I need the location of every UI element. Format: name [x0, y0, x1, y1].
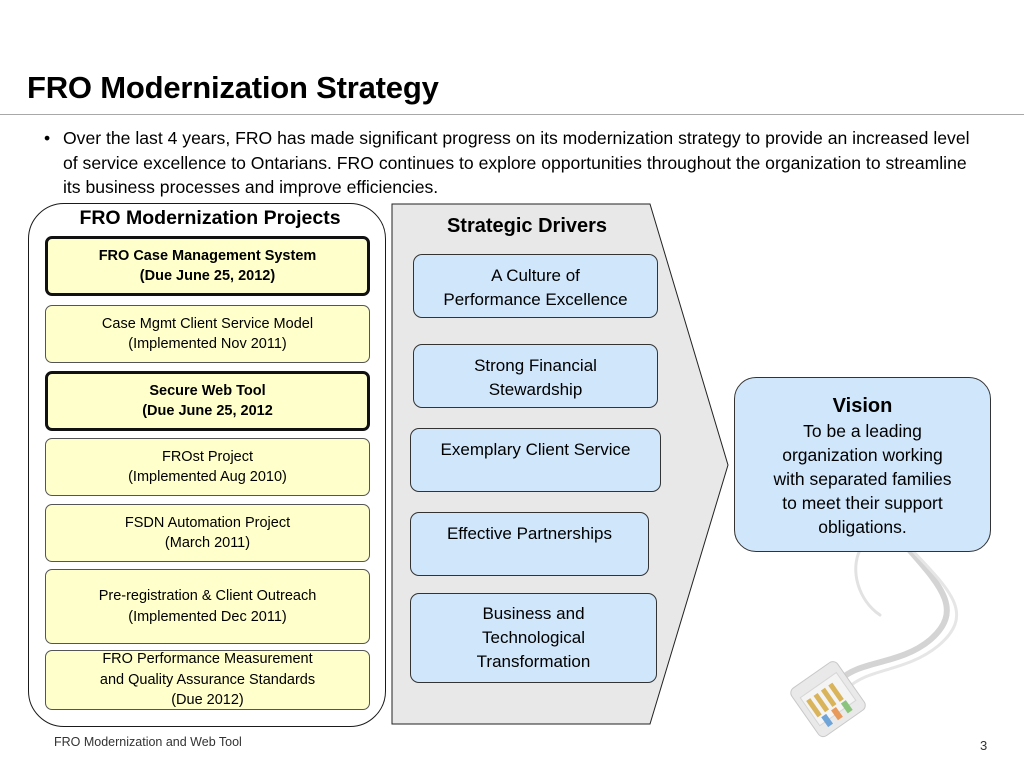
driver-line1: Effective Partnerships — [446, 524, 613, 543]
project-line1: Secure Web Tool — [149, 382, 266, 399]
driver-financial-stewardship: Strong Financial Stewardship — [413, 344, 658, 408]
vision-line2: organization working — [782, 445, 943, 465]
vision-statement: To be a leading organization working wit… — [735, 419, 990, 539]
project-text: FRO Performance Measurement and Quality … — [100, 649, 315, 711]
project-text: FSDN Automation Project (March 2011) — [125, 513, 290, 554]
project-line2: (March 2011) — [164, 535, 251, 551]
driver-line2: Technological — [481, 628, 585, 647]
driver-text: Effective Partnerships — [447, 522, 612, 546]
project-text: Case Mgmt Client Service Model (Implemen… — [102, 314, 313, 355]
driver-text: Strong Financial Stewardship — [474, 354, 597, 402]
project-line1: Pre-registration & Client Outreach — [98, 588, 317, 604]
project-line2: (Implemented Aug 2010) — [128, 469, 287, 485]
project-text: FRO Case Management System (Due June 25,… — [99, 246, 317, 287]
vision-title: Vision — [832, 395, 893, 417]
vision-line4: to meet their support — [782, 493, 943, 513]
driver-text: Business and Technological Transformatio… — [477, 602, 591, 674]
driver-effective-partnerships: Effective Partnerships — [410, 512, 649, 576]
project-line1: FROst Project — [161, 448, 254, 465]
project-text: FROst Project (Implemented Aug 2010) — [128, 447, 287, 488]
driver-line1: Exemplary Client Service — [440, 440, 631, 459]
driver-text: A Culture of Performance Excellence — [443, 264, 627, 312]
project-line1: FRO Performance Measurement — [102, 651, 313, 668]
project-line2: (Due June 25, 2012 — [142, 403, 273, 419]
project-line2: (Implemented Nov 2011) — [128, 336, 287, 352]
project-line2: (Due June 25, 2012) — [139, 268, 276, 284]
driver-line1: Strong Financial — [474, 356, 597, 375]
project-case-mgmt-client-service-model: Case Mgmt Client Service Model (Implemen… — [45, 305, 370, 363]
driver-line2: Performance Excellence — [443, 290, 628, 309]
slide-title: FRO Modernization Strategy — [27, 70, 439, 105]
project-case-management-system: FRO Case Management System (Due June 25,… — [45, 236, 370, 296]
project-fsdn-automation: FSDN Automation Project (March 2011) — [45, 504, 370, 562]
driver-line1: Business and — [482, 604, 585, 623]
bullet-marker: • — [44, 128, 51, 148]
driver-line2: Stewardship — [488, 380, 583, 399]
driver-line1: A Culture of — [491, 266, 580, 285]
page-number: 3 — [980, 738, 988, 753]
driver-line3: Transformation — [476, 652, 591, 671]
project-line2: and Quality Assurance Standards — [99, 671, 316, 688]
project-text: Pre-registration & Client Outreach (Impl… — [99, 586, 317, 627]
project-performance-measurement: FRO Performance Measurement and Quality … — [45, 650, 370, 710]
project-line1: FRO Case Management System — [98, 247, 317, 264]
projects-heading: FRO Modernization Projects — [79, 207, 341, 229]
project-text: Secure Web Tool (Due June 25, 2012 — [142, 381, 273, 422]
driver-text: Exemplary Client Service — [441, 438, 631, 462]
project-secure-web-tool: Secure Web Tool (Due June 25, 2012 — [45, 371, 370, 431]
project-frost: FROst Project (Implemented Aug 2010) — [45, 438, 370, 496]
intro-bullet: • Over the last 4 years, FRO has made si… — [44, 126, 984, 200]
intro-bullet-text: Over the last 4 years, FRO has made sign… — [63, 128, 970, 197]
drivers-heading: Strategic Drivers — [446, 215, 608, 237]
driver-business-tech-transformation: Business and Technological Transformatio… — [410, 593, 657, 683]
vision-line3: with separated families — [773, 469, 952, 489]
driver-culture-of-performance: A Culture of Performance Excellence — [413, 254, 658, 318]
project-line3: (Due 2012) — [171, 692, 244, 709]
title-divider — [0, 114, 1024, 115]
vision-box: Vision To be a leading organization work… — [734, 377, 991, 552]
vision-line5: obligations. — [818, 517, 907, 537]
footer-label: FRO Modernization and Web Tool — [54, 735, 242, 749]
driver-exemplary-client-service: Exemplary Client Service — [410, 428, 661, 492]
project-pre-registration-outreach: Pre-registration & Client Outreach (Impl… — [45, 569, 370, 644]
project-line2: (Implemented Dec 2011) — [128, 608, 287, 625]
project-line1: FSDN Automation Project — [124, 514, 291, 531]
vision-line1: To be a leading — [803, 421, 922, 441]
project-line1: Case Mgmt Client Service Model — [101, 315, 314, 332]
